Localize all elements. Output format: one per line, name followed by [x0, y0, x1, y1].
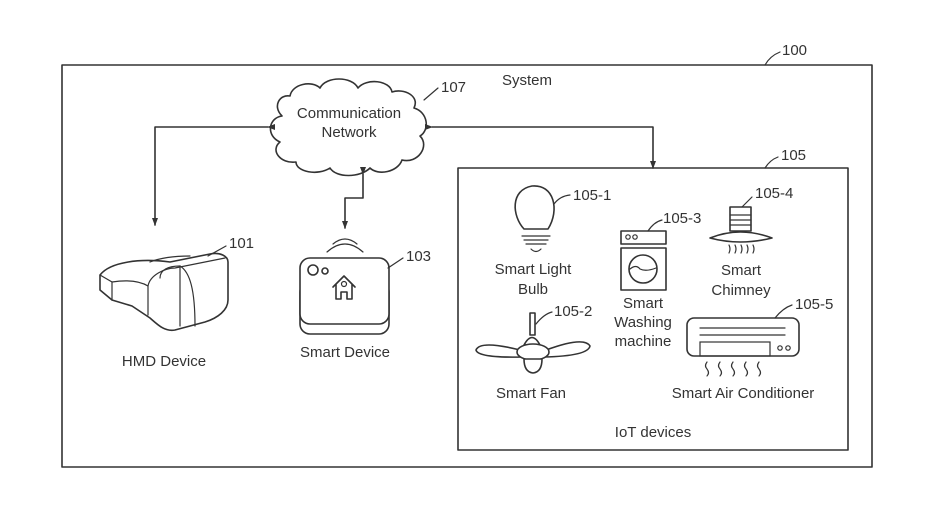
bulb-ref: 105-1 [573, 187, 611, 204]
iot-ref: 105 [781, 147, 806, 164]
network-label-line2: Network [321, 124, 377, 141]
system-box [61, 64, 873, 468]
system-ref-leader [764, 51, 781, 66]
network-label-line1: Communication [297, 105, 401, 122]
hmd-label: HMD Device [122, 353, 206, 370]
washer-label-line1: Smart [623, 295, 664, 312]
chimney-hood-icon [709, 206, 773, 254]
washer-ref-leader [647, 219, 663, 232]
bulb-ref-leader [553, 194, 571, 205]
washing-machine-icon [620, 230, 667, 291]
ac-ref-leader [774, 304, 793, 319]
fan-label: Smart Fan [496, 385, 566, 402]
washer-label-line3: machine [615, 333, 672, 350]
system-label: System [502, 72, 552, 89]
system-ref: 100 [782, 42, 807, 59]
iot-devices-box [457, 167, 849, 451]
hmd-ref-leader [207, 245, 227, 257]
vr-headset-icon [99, 252, 229, 332]
chimney-ref: 105-4 [755, 185, 793, 202]
hmd-ref: 101 [229, 235, 254, 252]
iot-label: IoT devices [615, 424, 691, 441]
cloud-icon [269, 78, 427, 177]
smart-device-ref: 103 [406, 248, 431, 265]
washer-label-line2: Washing [614, 314, 672, 331]
fan-ref: 105-2 [554, 303, 592, 320]
chimney-label-line2: Chimney [711, 282, 771, 299]
network-ref: 107 [441, 79, 466, 96]
network-ref-leader [423, 87, 439, 101]
ac-label: Smart Air Conditioner [672, 385, 815, 402]
chimney-ref-leader [741, 196, 753, 208]
bulb-label-line2: Bulb [518, 281, 548, 298]
smart-hub-icon [299, 238, 390, 335]
ceiling-fan-icon [475, 312, 591, 374]
light-bulb-icon [514, 185, 555, 253]
smart-device-label: Smart Device [300, 344, 390, 361]
ac-ref: 105-5 [795, 296, 833, 313]
fan-ref-leader [535, 311, 553, 325]
smart-device-ref-leader [387, 257, 404, 269]
washer-ref: 105-3 [663, 210, 701, 227]
bulb-label-line1: Smart Light [495, 261, 573, 278]
arrow-network-iot [425, 124, 656, 169]
iot-ref-leader [764, 156, 779, 169]
arrow-network-smart-device [342, 167, 366, 229]
chimney-label-line1: Smart [721, 262, 762, 279]
arrow-network-hmd [152, 124, 275, 226]
air-conditioner-icon [686, 317, 800, 377]
